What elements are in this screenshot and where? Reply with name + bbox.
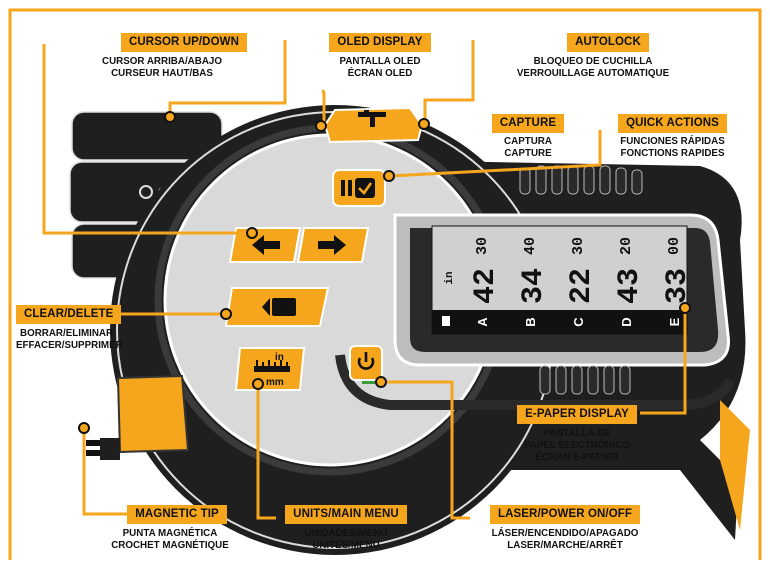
reading-letter: B: [523, 317, 538, 326]
cursor-right-button[interactable]: [296, 227, 370, 263]
callout-capture: CAPTURE CAPTURA CAPTURE: [478, 113, 578, 160]
oled-display: [323, 106, 424, 144]
callout-epaper-fr: ÉCRAN E-PAPIER: [535, 452, 619, 463]
callout-epaper-es2: PAPEL ELECTRÓNICO: [524, 440, 630, 451]
callout-laser-fr: LASER/MARCHE/ARRÊT: [507, 540, 623, 551]
units-menu-button[interactable]: in mm: [234, 347, 306, 391]
power-icon: [357, 352, 375, 370]
callout-units-fr: UNITÉS/MENU: [312, 540, 380, 551]
callout-units-title: UNITS/MAIN MENU: [285, 505, 407, 524]
magnetic-tip: [86, 374, 190, 460]
units-mm-label: mm: [266, 377, 284, 388]
callout-laser: LASER/POWER ON/OFF LÁSER/ENCENDIDO/APAGA…: [460, 504, 670, 552]
callout-autolock-title: AUTOLOCK: [567, 33, 649, 52]
callout-units-es: UNIDADES/MENÚ: [304, 528, 388, 539]
callout-oled-es: PANTALLA OLED: [339, 56, 421, 67]
screen-reading-e: 33 00E: [661, 237, 695, 326]
reading-whole: 43: [613, 268, 647, 304]
callout-epaper: E-PAPER DISPLAY PANTALLA DE PAPEL ELECTR…: [502, 404, 652, 464]
screen-unit: in: [444, 271, 456, 284]
callout-magnetic-es: PUNTA MAGNÉTICA: [122, 528, 218, 539]
screen-reading-d: 43 20D: [613, 237, 647, 327]
screen-reading-b: 34 40B: [517, 237, 551, 327]
callout-clear: CLEAR/DELETE BORRAR/ELIMINAR EFFACER/SUP…: [16, 304, 156, 352]
callout-quick-title: QUICK ACTIONS: [618, 114, 727, 133]
callout-capture-es: CAPTURA: [504, 136, 552, 147]
reading-letter: C: [571, 317, 586, 327]
callout-clear-es: BORRAR/ELIMINAR: [20, 328, 114, 339]
screen-readings: 42 30A 34 40B 22 30C 43 20D 33 00E: [469, 237, 695, 327]
leader-dots: [78, 111, 691, 434]
reading-fraction: 30: [570, 237, 587, 255]
clear-delete-icon: [262, 298, 296, 316]
quick-actions-icon: [341, 178, 375, 198]
reading-fraction: 40: [522, 237, 539, 255]
reading-letter: D: [619, 317, 634, 326]
callout-magnetic-fr: CROCHET MAGNÉTIQUE: [111, 540, 229, 551]
reading-whole: 33: [661, 268, 695, 304]
laser-power-button[interactable]: [349, 345, 384, 384]
callout-oled-fr: ÉCRAN OLED: [347, 68, 413, 79]
reading-fraction: 30: [474, 237, 491, 255]
callout-clear-title: CLEAR/DELETE: [16, 305, 122, 324]
reading-letter: E: [667, 317, 682, 326]
callout-units: UNITS/MAIN MENU UNIDADES/MENÚ UNITÉS/MEN…: [266, 504, 426, 552]
reading-whole: 34: [517, 268, 551, 304]
callout-cursor: CURSOR UP/DOWN CURSOR ARRIBA/ABAJO CURSE…: [52, 32, 272, 80]
clear-delete-button[interactable]: [224, 287, 330, 327]
reading-letter: A: [475, 317, 490, 327]
screen-reading-c: 22 30C: [565, 237, 599, 327]
grip-ribs: [519, 165, 643, 395]
left-arrow-icon: [252, 235, 280, 255]
callout-quick: QUICK ACTIONS FUNCIONES RÁPIDAS FONCTION…: [600, 113, 745, 160]
callout-clear-fr: EFFACER/SUPPRIMER: [16, 340, 123, 351]
frame-line: [8, 8, 762, 560]
callout-capture-fr: CAPTURE: [504, 148, 552, 159]
callout-quick-fr: FONCTIONS RAPIDES: [620, 148, 725, 159]
battery-icon: [442, 316, 450, 326]
callout-autolock-es: BLOQUEO DE CUCHILLA: [533, 56, 653, 67]
callout-epaper-title: E-PAPER DISPLAY: [517, 405, 637, 424]
callout-autolock-fr: VERROUILLAGE AUTOMATIQUE: [516, 68, 670, 79]
callout-laser-es: LÁSER/ENCENDIDO/APAGADO: [491, 528, 639, 539]
callout-oled-title: OLED DISPLAY: [329, 33, 431, 52]
callout-cursor-title: CURSOR UP/DOWN: [120, 33, 247, 52]
quick-actions-button[interactable]: [332, 169, 386, 207]
callout-autolock: AUTOLOCK BLOQUEO DE CUCHILLA VERROUILLAG…: [488, 32, 698, 80]
callout-quick-es: FUNCIONES RÁPIDAS: [620, 136, 725, 147]
power-led: [362, 381, 384, 384]
callout-magnetic-title: MAGNETIC TIP: [127, 505, 227, 524]
callout-cursor-es: CURSOR ARRIBA/ABAJO: [102, 56, 222, 67]
callout-capture-title: CAPTURE: [491, 114, 565, 133]
units-in-label: in: [275, 352, 284, 363]
callout-oled: OLED DISPLAY PANTALLA OLED ÉCRAN OLED: [325, 32, 435, 80]
callout-magnetic: MAGNETIC TIP PUNTA MAGNÉTICA CROCHET MAG…: [80, 504, 260, 552]
reading-whole: 42: [469, 268, 503, 304]
laser-head-icon: [358, 110, 386, 127]
reading-fraction: 00: [666, 237, 683, 255]
callout-cursor-fr: CURSEUR HAUT/BAS: [111, 68, 213, 79]
right-arrow-icon: [318, 235, 346, 255]
callout-laser-title: LASER/POWER ON/OFF: [489, 505, 641, 524]
callout-epaper-es1: PANTALLA DE: [543, 428, 611, 439]
reading-whole: 22: [565, 268, 599, 304]
reading-fraction: 20: [618, 237, 635, 255]
screen-reading-a: 42 30A: [469, 237, 503, 327]
ruler-icon: [254, 360, 290, 372]
